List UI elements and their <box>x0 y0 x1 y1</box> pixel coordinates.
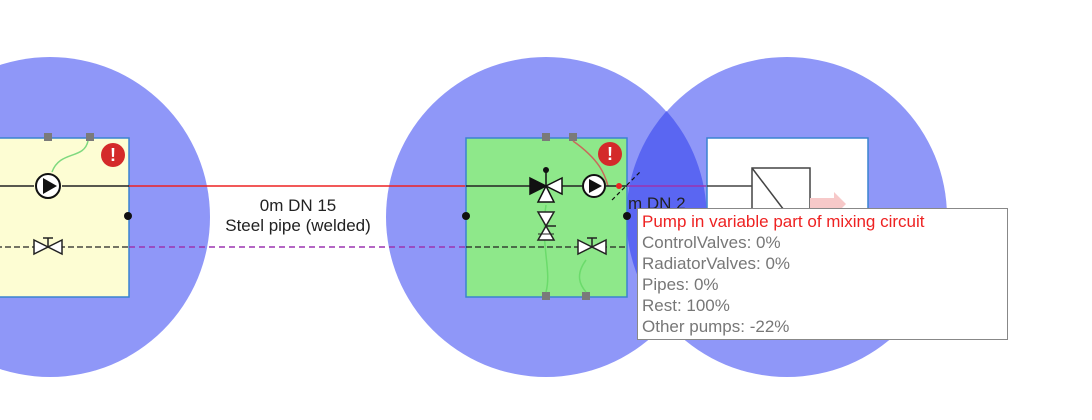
pump-info-tooltip: Pump in variable part of mixing circuit … <box>637 208 1008 340</box>
warning-badge-middle[interactable]: ! <box>607 144 613 164</box>
valve-icon <box>33 237 63 256</box>
valve-icon-middle <box>577 237 607 256</box>
pump-highlight-dot <box>616 183 622 189</box>
left-junction-dot <box>124 212 132 220</box>
pipe-material-label: Steel pipe (welded) <box>225 216 371 235</box>
tooltip-line-radiator-valves: RadiatorValves: 0% <box>642 254 791 273</box>
pump-icon <box>35 173 61 199</box>
middle-junction-dot-right <box>623 212 631 220</box>
balancing-valve-icon <box>536 211 556 241</box>
warning-badge-left-icon <box>101 143 125 167</box>
pump-icon-middle <box>582 174 606 198</box>
tooltip-line-rest: Rest: 100% <box>642 296 730 315</box>
tooltip-line-pipes: Pipes: 0% <box>642 275 719 294</box>
middle-junction-dot-left <box>462 212 470 220</box>
tooltip-title: Pump in variable part of mixing circuit <box>642 212 925 231</box>
three-way-valve-icon <box>529 167 563 203</box>
warning-badge-left[interactable]: ! <box>110 145 116 165</box>
tooltip-line-other-pumps: Other pumps: -22% <box>642 317 790 336</box>
tooltip-line-control-valves: ControlValves: 0% <box>642 233 781 252</box>
warning-badge-middle-icon <box>598 142 622 166</box>
pipe-length-label: 0m DN 15 <box>259 196 337 215</box>
